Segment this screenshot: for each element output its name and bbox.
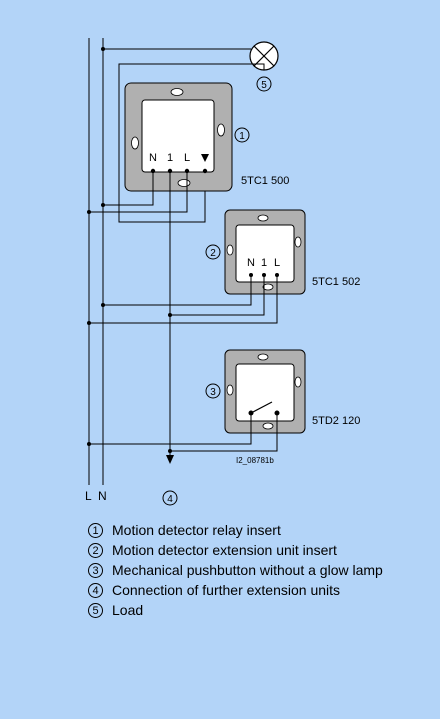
- label-extension-model: 5TC1 502: [312, 276, 360, 288]
- wire-extension-l: [89, 275, 278, 324]
- legend-number: 2: [88, 543, 103, 558]
- legend: 1 Motion detector relay insert 2 Motion …: [88, 522, 388, 622]
- legend-number: 5: [88, 603, 103, 618]
- wire-pushbutton-l: [89, 413, 252, 445]
- wire-lamp-output: [118, 63, 265, 223]
- extension-insert: [235, 224, 295, 283]
- rail-label-l: L: [85, 489, 92, 503]
- legend-item: 5 Load: [88, 602, 388, 618]
- legend-number: 1: [88, 523, 103, 538]
- legend-number: 3: [88, 563, 103, 578]
- legend-text: Connection of further extension units: [112, 582, 341, 598]
- further-units-arrow-icon: [166, 455, 174, 464]
- legend-text: Load: [112, 602, 144, 618]
- pushbutton-screw-icons: [226, 353, 302, 430]
- legend-number: 4: [88, 583, 103, 598]
- label-further-number-text: 4: [167, 494, 173, 505]
- legend-item: 1 Motion detector relay insert: [88, 522, 388, 538]
- relay-terminal-n: N: [149, 152, 157, 164]
- pushbutton-insert: [235, 363, 295, 422]
- relay-output-arrow-icon: [201, 154, 209, 162]
- label-relay-model: 5TC1 500: [241, 175, 289, 187]
- extension-terminal-1: 1: [261, 257, 267, 269]
- legend-text: Motion detector extension unit insert: [112, 542, 337, 558]
- wiring-diagram: 5 N 1 L 1 5TC1 500 N 1 L 2: [85, 38, 360, 506]
- wire-extension-n: [103, 275, 252, 306]
- legend-text: Motion detector relay insert: [112, 522, 281, 538]
- label-load-number: [256, 76, 272, 92]
- wire-extension-1: [170, 275, 265, 316]
- lamp-icon: [249, 41, 279, 71]
- relay-terminal-1: 1: [167, 152, 173, 164]
- wire-pushbutton-1: [170, 413, 278, 452]
- label-relay-number: [234, 127, 250, 143]
- label-extension-number: [205, 244, 221, 260]
- legend-item: 4 Connection of further extension units: [88, 582, 388, 598]
- label-extension-number-text: 2: [210, 248, 216, 259]
- label-pushbutton-number-text: 3: [210, 387, 216, 398]
- legend-item: 3 Mechanical pushbutton without a glow l…: [88, 562, 388, 578]
- relay-insert: [141, 99, 215, 173]
- wire-relay-n: [103, 171, 154, 206]
- label-relay-number-text: 1: [239, 131, 245, 142]
- wire-relay-l: [89, 171, 188, 213]
- rail-label-n: N: [98, 489, 107, 503]
- extension-screw-icons: [226, 214, 302, 291]
- label-pushbutton-number: [205, 383, 221, 399]
- relay-terminal-l: L: [184, 152, 190, 164]
- label-further-number: [162, 490, 178, 506]
- label-pushbutton-model: 5TD2 120: [312, 415, 360, 427]
- legend-item: 2 Motion detector extension unit insert: [88, 542, 388, 558]
- legend-text: Mechanical pushbutton without a glow lam…: [112, 562, 383, 578]
- label-load-number-text: 5: [261, 80, 267, 91]
- figure-id: I2_08781b: [236, 456, 274, 465]
- extension-terminal-l: L: [274, 257, 280, 269]
- extension-terminal-n: N: [247, 257, 255, 269]
